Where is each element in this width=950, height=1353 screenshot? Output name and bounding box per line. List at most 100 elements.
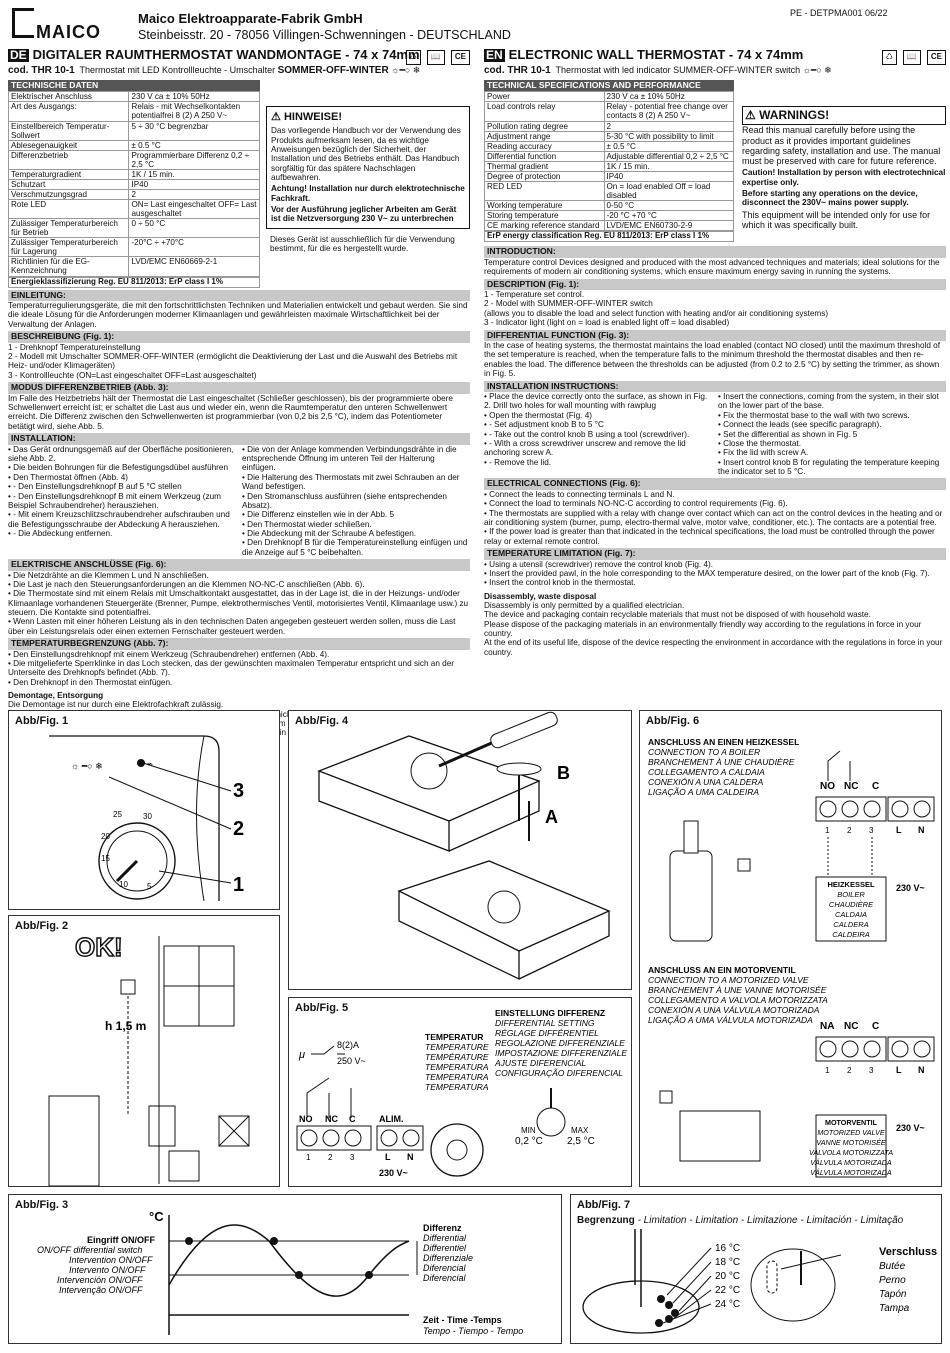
svg-text:TEMPERATUR: TEMPERATUR bbox=[425, 1032, 483, 1042]
svg-text:TEMPÉRATURE: TEMPÉRATURE bbox=[425, 1052, 489, 1062]
text-item: - Den Einstellungsdrehknopf B mit einem … bbox=[8, 492, 236, 511]
figure-7: Abb/Fig. 7 Begrenzung - Limitation - Lim… bbox=[570, 1194, 942, 1344]
text-item: Die beiden Bohrungen für die Befestigung… bbox=[8, 463, 236, 472]
subtitle-en: cod. THR 10-1 Thermostat with led indica… bbox=[484, 64, 832, 76]
svg-text:RÉGLAGE DIFFÉRENTIEL: RÉGLAGE DIFFÉRENTIEL bbox=[495, 1028, 599, 1038]
text-item: - Take out the control knob B using a to… bbox=[484, 430, 712, 439]
tech-label: Storing temperature bbox=[484, 210, 605, 222]
text-item: Die von der Anlage kommenden Verbindungs… bbox=[242, 445, 470, 473]
svg-text:MOTORIZED VALVE: MOTORIZED VALVE bbox=[817, 1128, 885, 1137]
company-address: Steinbeisstr. 20 - 78056 Villingen-Schwe… bbox=[138, 28, 511, 42]
tech-label: Differenzbetrieb bbox=[7, 149, 130, 170]
svg-text:Tempo - Tiempo - Tempo: Tempo - Tiempo - Tempo bbox=[423, 1326, 523, 1336]
svg-text:250 V~: 250 V~ bbox=[337, 1056, 366, 1066]
text-item: Using a utensil (screwdriver) remove the… bbox=[484, 560, 946, 569]
recycle-icon: ♺ bbox=[881, 50, 897, 65]
svg-text:8(2)A: 8(2)A bbox=[337, 1040, 359, 1050]
svg-text:Differenz: Differenz bbox=[423, 1223, 462, 1233]
tech-label: CE marking reference standard bbox=[484, 220, 605, 232]
text-item: - Die Abdeckung entfernen. bbox=[8, 529, 236, 538]
figure-6: Abb/Fig. 6 ANSCHLUSS AN EINEN HEIZKESSEL… bbox=[639, 710, 942, 1187]
svg-text:COLLEGAMENTO A VALVOLA MOTORIZ: COLLEGAMENTO A VALVOLA MOTORIZZATA bbox=[648, 995, 828, 1005]
svg-text:3: 3 bbox=[869, 826, 874, 835]
svg-text:CALDEIRA: CALDEIRA bbox=[832, 930, 870, 939]
svg-text:30: 30 bbox=[143, 812, 152, 821]
wiring-diagrams: ANSCHLUSS AN EINEN HEIZKESSEL CONNECTION… bbox=[648, 737, 935, 1178]
svg-text:VANNE MOTORISÉE: VANNE MOTORISÉE bbox=[816, 1138, 886, 1147]
tech-value: -20°C ÷ +70°C bbox=[128, 237, 260, 258]
tech-label: Rote LED bbox=[7, 199, 130, 220]
text-item: Die Netzdrähte an die Klemmen L und N an… bbox=[8, 571, 470, 580]
svg-text:Tampa: Tampa bbox=[879, 1303, 910, 1314]
text-item: Open the thermostat (Fig. 4) bbox=[484, 411, 712, 420]
svg-text:NC: NC bbox=[325, 1114, 338, 1124]
knob-limitation-drawing: 16 °C 18 °C 20 °C 22 °C 24 °C Verschluss… bbox=[582, 1229, 937, 1334]
svg-text:NO: NO bbox=[299, 1114, 313, 1124]
figure-4: Abb/Fig. 4 B A bbox=[288, 710, 632, 990]
svg-text:1: 1 bbox=[825, 1066, 830, 1075]
tech-value: Relay - potential free change over conta… bbox=[603, 101, 735, 122]
svg-text:VÁLVULA MOTORIZADA: VÁLVULA MOTORIZADA bbox=[810, 1158, 892, 1167]
tech-row: Zulässiger Temperaturbereich für Betrieb… bbox=[7, 218, 260, 239]
figure-5: Abb/Fig. 5 μ 8(2)A 250 V~ NO NC C ALIM. … bbox=[288, 997, 632, 1187]
text-item: Die Demontage ist nur durch eine Elektro… bbox=[8, 700, 224, 710]
differential-graph: °C Eingriff ON/OFF ON/OFF differential s… bbox=[37, 1209, 523, 1336]
tech-value: 2 bbox=[128, 188, 260, 201]
text-item: Den Thermostat wieder schließen. bbox=[242, 520, 470, 529]
svg-text:BRANCHEMENT À UNE CHAUDIÈRE: BRANCHEMENT À UNE CHAUDIÈRE bbox=[648, 757, 795, 767]
tech-value: 5-30 °C with possibility to limit bbox=[603, 130, 735, 142]
tech-value: 5 ÷ 30 °C begrenzbar bbox=[128, 120, 260, 141]
tech-value: 0 ÷ 50 °C bbox=[128, 218, 260, 239]
svg-text:NO: NO bbox=[820, 781, 835, 792]
tech-heading-en: TECHNICAL SPECIFICATIONS AND PERFORMANCE bbox=[484, 79, 734, 92]
svg-text:TEMPERATURA: TEMPERATURA bbox=[425, 1072, 489, 1082]
svg-text:18 °C: 18 °C bbox=[715, 1257, 740, 1268]
text-item: - Remove the lid. bbox=[484, 458, 712, 467]
text-item: - With a cross screwdriver unscrew and r… bbox=[484, 439, 712, 458]
tech-label: Load controls relay bbox=[484, 101, 605, 122]
text-item: 3 - Indicator light (light on = load is … bbox=[484, 318, 730, 328]
figure-2: Abb/Fig. 2 OK! h 1,5 m bbox=[8, 915, 280, 1187]
tech-value: Relais - mit Wechselkontakten potentialf… bbox=[128, 101, 260, 122]
tech-value: IP40 bbox=[128, 178, 260, 190]
figure-1: Abb/Fig. 1 ⌁ ☼ ━○ ❄ 25 30 20 15 10 5 3 2… bbox=[8, 710, 280, 910]
ce-mark-icon: CE bbox=[450, 50, 470, 65]
tech-label: Einstellbereich Temperatur-Sollwert bbox=[7, 120, 130, 141]
text-item: The device and packaging contain recycla… bbox=[484, 610, 871, 620]
svg-text:NA: NA bbox=[820, 1021, 834, 1032]
svg-text:C: C bbox=[872, 1021, 879, 1032]
svg-text:TEMPERATURA: TEMPERATURA bbox=[425, 1062, 489, 1072]
text-item: At the end of its useful life, dispose o… bbox=[484, 638, 943, 657]
svg-text:25: 25 bbox=[113, 810, 122, 819]
thermostat-front-drawing: ⌁ ☼ ━○ ❄ 25 30 20 15 10 5 3 2 1 bbox=[49, 735, 244, 902]
svg-text:C: C bbox=[349, 1114, 356, 1124]
tech-value: 0-50 °C bbox=[603, 200, 735, 212]
subtitle-de: cod. THR 10-1 Thermostat mit LED Kontrol… bbox=[8, 64, 421, 76]
text-item: Den Einstellungsdrehknopf mit einem Werk… bbox=[8, 650, 470, 659]
text-item: Fix the thermostat base to the wall with… bbox=[718, 411, 946, 420]
tech-label: Differential function bbox=[484, 150, 605, 162]
svg-text:ANSCHLUSS AN EIN MOTORVENTIL: ANSCHLUSS AN EIN MOTORVENTIL bbox=[648, 965, 796, 975]
body-en: INTRODUCTION:Temperature control Devices… bbox=[484, 246, 946, 657]
svg-text:5: 5 bbox=[147, 882, 152, 891]
tech-label: Ablesegenauigkeit bbox=[7, 139, 130, 151]
text-item: 1 - Drehknopf Temperatureinstellung bbox=[8, 342, 141, 352]
svg-text:CALDERA: CALDERA bbox=[833, 920, 868, 929]
svg-text:DIFFERENTIAL SETTING: DIFFERENTIAL SETTING bbox=[495, 1018, 595, 1028]
text-item: Connect the leads to connecting terminal… bbox=[484, 490, 946, 499]
svg-text:EINSTELLUNG DIFFERENZ: EINSTELLUNG DIFFERENZ bbox=[495, 1008, 605, 1018]
svg-text:⌁: ⌁ bbox=[147, 759, 153, 770]
tech-label: Zulässiger Temperaturbereich für Betrieb bbox=[7, 218, 130, 239]
mounting-position-drawing: OK! h 1,5 m bbox=[48, 931, 250, 1186]
tech-value: -20 °C +70 °C bbox=[603, 210, 735, 222]
text-item: Die mitgelieferte Sperrklinke in das Loc… bbox=[8, 659, 470, 678]
svg-text:2: 2 bbox=[847, 1066, 852, 1075]
svg-text:Zeit - Time -Temps: Zeit - Time -Temps bbox=[423, 1315, 502, 1325]
